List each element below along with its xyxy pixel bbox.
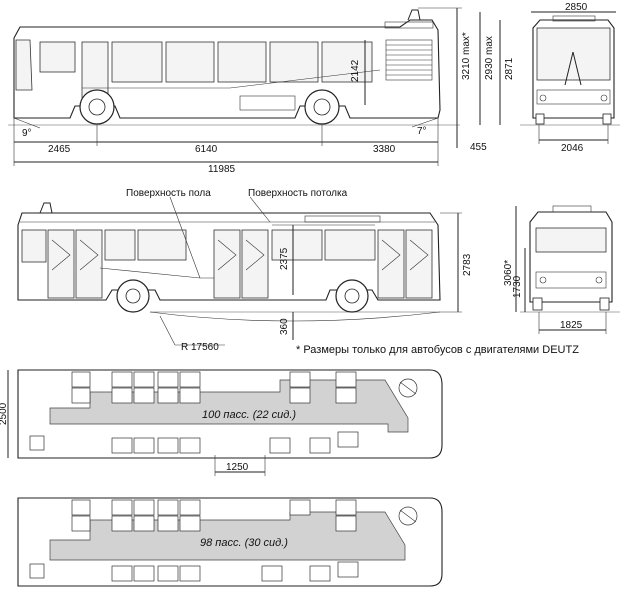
- footnote: * Размеры только для автобусов с двигате…: [296, 344, 579, 356]
- rear-overhang-label: 3380: [373, 144, 396, 155]
- ground-clearance-label: 360: [279, 318, 290, 335]
- floor-surface-label: Поверхность пола: [126, 188, 211, 199]
- total-length-label: 11985: [208, 164, 236, 175]
- interior-height-2375-label: 2375: [279, 247, 290, 270]
- approach-angle-label: 9°: [22, 128, 32, 139]
- overall-height-label: 2783: [462, 253, 473, 276]
- rear-track-label: 1825: [560, 320, 583, 331]
- step-height-label: 455: [470, 142, 487, 153]
- height-2871-label: 2871: [504, 57, 515, 80]
- side-view-right: Поверхность пола Поверхность потолка 237…: [17, 188, 473, 353]
- seating-plan-1: 100 пасс. (22 сид.) 1250 2500: [0, 369, 443, 476]
- front-view: 2850 2046: [520, 2, 620, 154]
- rear-height-label: 3060*: [503, 260, 514, 286]
- side-view-left: [8, 7, 501, 166]
- plan-2-caption: 98 пасс. (30 сид.): [200, 537, 288, 549]
- plan-1-caption: 100 пасс. (22 сид.): [202, 409, 296, 421]
- seating-plan-2: 98 пасс. (30 сид.): [17, 497, 443, 587]
- rear-mid-height-label: 1730: [512, 275, 523, 298]
- front-width-label: 2850: [565, 2, 588, 13]
- front-overhang-label: 2465: [48, 144, 71, 155]
- rear-view: 3060* 1730 1825: [503, 205, 620, 334]
- max-height-label: 3210 max*: [461, 32, 472, 80]
- interior-height-label: 2142: [350, 59, 361, 82]
- turn-radius-label: R 17560: [181, 342, 219, 353]
- aisle-width-label: 1250: [226, 462, 249, 473]
- front-track-label: 2046: [561, 143, 584, 154]
- ceiling-surface-label: Поверхность потолка: [248, 188, 348, 199]
- plan-width-label: 2500: [0, 402, 9, 425]
- height-2930-label: 2930 max: [484, 36, 495, 80]
- wheelbase-label: 6140: [195, 144, 218, 155]
- side-view-left-dimensions: 9° 2465 6140 3380 11985 7° 455 2142 3210…: [22, 32, 515, 175]
- departure-angle-label: 7°: [417, 126, 427, 137]
